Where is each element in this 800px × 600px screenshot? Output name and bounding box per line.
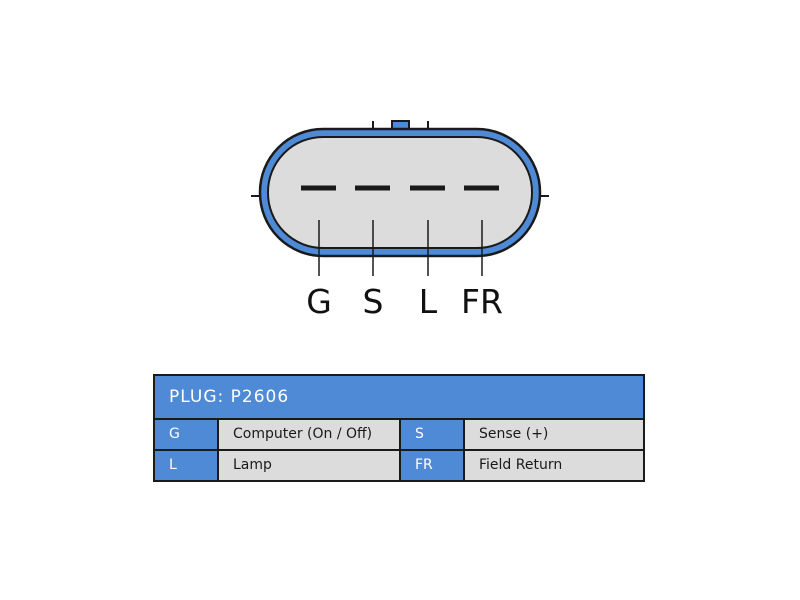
pin-label-s: S: [363, 282, 384, 321]
pin-description: Sense (+): [463, 420, 643, 449]
pinout-table: PLUG: P2606 G Computer (On / Off) S Sens…: [153, 374, 645, 482]
pin-code: FR: [401, 451, 463, 480]
pin-code: G: [155, 420, 217, 449]
pin-description: Lamp: [217, 451, 401, 480]
table-row: G Computer (On / Off) S Sense (+): [155, 420, 643, 449]
table-row: L Lamp FR Field Return: [155, 449, 643, 480]
pin-code: S: [401, 420, 463, 449]
connector-face: [267, 136, 533, 249]
pin-label-l: L: [419, 282, 438, 321]
pin-code: L: [155, 451, 217, 480]
pin-label-g: G: [306, 282, 332, 321]
pin-label-fr: FR: [461, 282, 503, 321]
pin-description: Field Return: [463, 451, 643, 480]
plug-title: PLUG: P2606: [155, 376, 643, 420]
pin-description: Computer (On / Off): [217, 420, 401, 449]
